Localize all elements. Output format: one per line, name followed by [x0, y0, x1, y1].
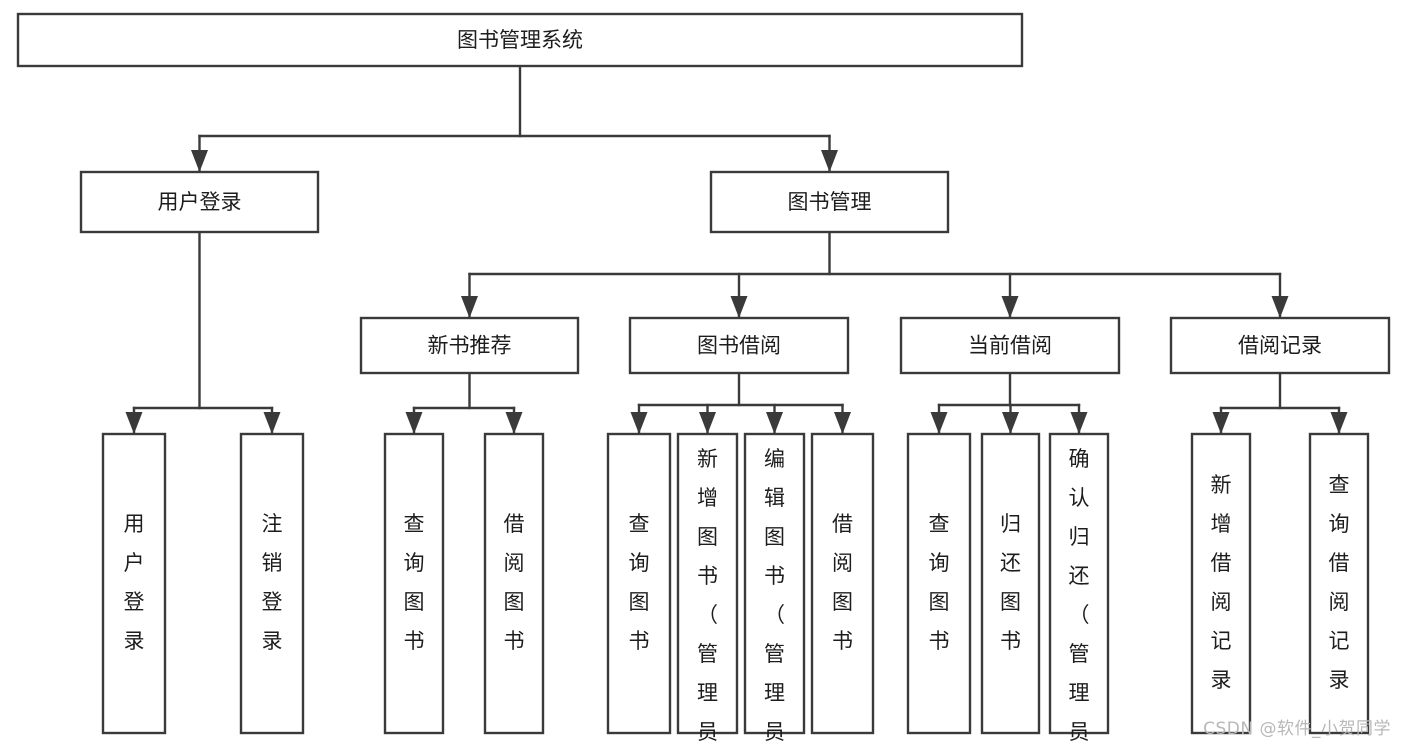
- arrow-head-icon-level3-3: [1271, 296, 1289, 318]
- arrow-head-icon-leaf-borrow-0: [630, 412, 648, 434]
- node-book-borrow-label: 图书借阅: [697, 334, 781, 358]
- node-leaf-login-0[interactable]: 用户登录: [101, 432, 167, 735]
- node-leaf-login-1-label: 注销登录: [262, 512, 283, 653]
- node-leaf-borrow-0[interactable]: 查询图书: [606, 432, 672, 735]
- node-leaf-record-0-label: 新增借阅记录: [1211, 473, 1232, 692]
- arrow-head-icon-leaf-current-0: [930, 412, 948, 434]
- node-user-login-box: [79, 170, 320, 234]
- node-book-management[interactable]: 图书管理: [709, 170, 950, 234]
- node-leaf-record-0-box: [1190, 432, 1252, 735]
- node-layer: 图书管理系统用户登录图书管理新书推荐图书借阅当前借阅借阅记录用户登录注销登录查询…: [16, 12, 1391, 747]
- node-leaf-borrow-0-label: 查询图书: [629, 512, 650, 653]
- connector-layer: [125, 64, 1348, 434]
- node-leaf-record-1[interactable]: 查询借阅记录: [1308, 432, 1370, 735]
- node-leaf-current-2-box: [1048, 432, 1110, 735]
- node-leaf-recommend-0-label: 查询图书: [404, 512, 425, 653]
- node-leaf-login-0-label: 用户登录: [124, 512, 145, 653]
- node-leaf-current-1-box: [980, 432, 1041, 735]
- node-leaf-current-2-label: 确认归还（管理员）: [1069, 447, 1090, 747]
- node-new-book-recommend[interactable]: 新书推荐: [359, 316, 580, 375]
- node-leaf-current-1-label: 归还图书: [1000, 512, 1021, 653]
- node-leaf-recommend-1-box: [483, 432, 545, 735]
- arrow-head-icon-leaf-recommend-0: [405, 412, 423, 434]
- arrow-head-icon-leaf-login-1: [263, 412, 281, 434]
- node-leaf-recommend-0[interactable]: 查询图书: [383, 432, 445, 735]
- node-leaf-borrow-2[interactable]: 编辑图书（管理员）: [743, 432, 806, 747]
- node-leaf-login-1-box: [239, 432, 305, 735]
- arrow-head-icon-leaf-record-1: [1330, 412, 1348, 434]
- node-user-login-label: 用户登录: [158, 190, 242, 214]
- arrow-head-icon-leaf-record-0: [1212, 412, 1230, 434]
- node-leaf-login-0-box: [101, 432, 167, 735]
- arrow-head-icon-leaf-current-1: [1002, 412, 1019, 434]
- node-current-borrow-label: 当前借阅: [968, 334, 1052, 358]
- node-borrow-record-box: [1169, 316, 1391, 375]
- arrow-head-icon-leaf-recommend-1: [505, 412, 523, 434]
- arrow-head-icon-level2-0: [191, 150, 208, 172]
- node-leaf-current-2[interactable]: 确认归还（管理员）: [1048, 432, 1110, 747]
- node-leaf-recommend-1[interactable]: 借阅图书: [483, 432, 545, 735]
- node-leaf-borrow-1-label: 新增图书（管理员）: [697, 447, 718, 747]
- node-root-system[interactable]: 图书管理系统: [16, 12, 1024, 68]
- node-user-login[interactable]: 用户登录: [79, 170, 320, 234]
- node-root-system-box: [16, 12, 1024, 68]
- arrow-head-icon-level3-2: [1001, 296, 1019, 318]
- node-new-book-recommend-label: 新书推荐: [428, 334, 512, 358]
- arrow-head-icon-leaf-borrow-1: [699, 412, 716, 434]
- node-leaf-borrow-3-label: 借阅图书: [832, 512, 853, 653]
- node-leaf-borrow-1-box: [676, 432, 739, 735]
- node-leaf-borrow-3[interactable]: 借阅图书: [810, 432, 875, 735]
- arrow-head-icon-leaf-login-0: [125, 412, 143, 434]
- node-leaf-borrow-2-label: 编辑图书（管理员）: [764, 447, 785, 747]
- node-book-borrow[interactable]: 图书借阅: [628, 316, 850, 375]
- node-leaf-current-0-box: [906, 432, 972, 735]
- node-new-book-recommend-box: [359, 316, 580, 375]
- arrow-head-icon-leaf-current-2: [1070, 412, 1088, 434]
- node-leaf-borrow-2-box: [743, 432, 806, 735]
- node-borrow-record[interactable]: 借阅记录: [1169, 316, 1391, 375]
- node-leaf-borrow-0-box: [606, 432, 672, 735]
- node-leaf-borrow-3-box: [810, 432, 875, 735]
- node-book-management-label: 图书管理: [788, 190, 872, 214]
- node-leaf-record-0[interactable]: 新增借阅记录: [1190, 432, 1252, 735]
- node-leaf-login-1[interactable]: 注销登录: [239, 432, 305, 735]
- node-root-system-label: 图书管理系统: [457, 28, 583, 52]
- node-leaf-borrow-1[interactable]: 新增图书（管理员）: [676, 432, 739, 747]
- node-leaf-recommend-1-label: 借阅图书: [504, 512, 525, 653]
- node-book-management-box: [709, 170, 950, 234]
- node-current-borrow[interactable]: 当前借阅: [899, 316, 1121, 375]
- node-leaf-record-1-label: 查询借阅记录: [1329, 473, 1350, 692]
- arrow-head-icon-leaf-borrow-2: [766, 412, 783, 434]
- arrow-head-icon-level3-0: [461, 296, 478, 318]
- node-leaf-recommend-0-box: [383, 432, 445, 735]
- arrow-head-icon-level3-1: [730, 296, 748, 318]
- node-leaf-record-1-box: [1308, 432, 1370, 735]
- node-leaf-current-0-label: 查询图书: [929, 512, 950, 653]
- node-borrow-record-label: 借阅记录: [1238, 334, 1322, 358]
- node-leaf-current-0[interactable]: 查询图书: [906, 432, 972, 735]
- node-current-borrow-box: [899, 316, 1121, 375]
- arrow-head-icon-leaf-borrow-3: [834, 412, 851, 434]
- node-leaf-current-1[interactable]: 归还图书: [980, 432, 1041, 735]
- arrow-head-icon-level2-1: [821, 150, 838, 172]
- node-book-borrow-box: [628, 316, 850, 375]
